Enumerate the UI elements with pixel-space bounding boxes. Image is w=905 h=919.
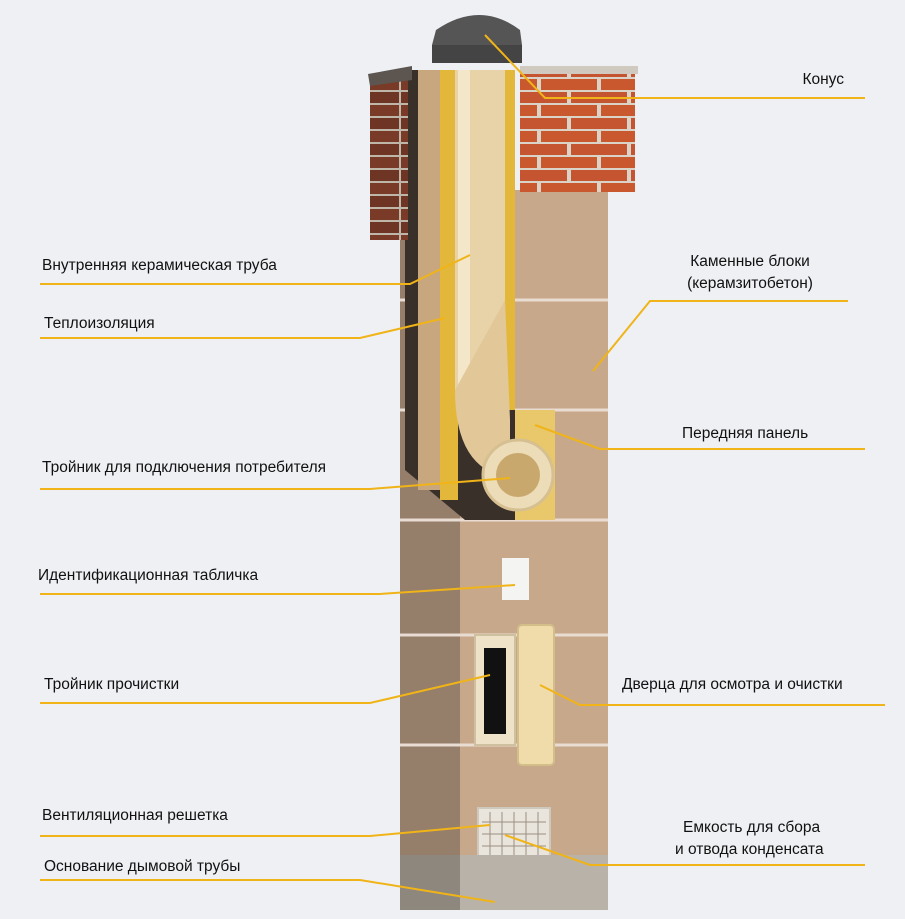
- label-stone-blocks-material: (керамзитобетон): [687, 275, 813, 292]
- brick-cap-left: [370, 80, 408, 240]
- label-insulation: Теплоизоляция: [44, 315, 155, 332]
- label-vent-grille: Вентиляционная решетка: [42, 807, 228, 824]
- label-tee-cleaning: Тройник прочистки: [44, 676, 180, 693]
- inspection-door: [517, 624, 555, 766]
- label-stone-blocks: Каменные блоки: [690, 253, 810, 270]
- label-door: Дверца для осмотра и очистки: [622, 676, 843, 693]
- label-id-plate: Идентификационная табличка: [38, 567, 259, 584]
- label-inner-pipe: Внутренняя керамическая труба: [42, 257, 277, 274]
- label-base: Основание дымовой трубы: [44, 858, 241, 875]
- label-cone: Конус: [802, 71, 844, 88]
- id-plate: [502, 558, 529, 600]
- label-front-panel: Передняя панель: [682, 425, 809, 442]
- label-condensate: Емкость для сбора: [683, 819, 821, 836]
- label-tee-connection: Тройник для подключения потребителя: [42, 459, 327, 476]
- leader-lines: [40, 34, 885, 903]
- label-condensate-2: и отвода конденсата: [675, 841, 824, 858]
- insulation: [440, 70, 458, 500]
